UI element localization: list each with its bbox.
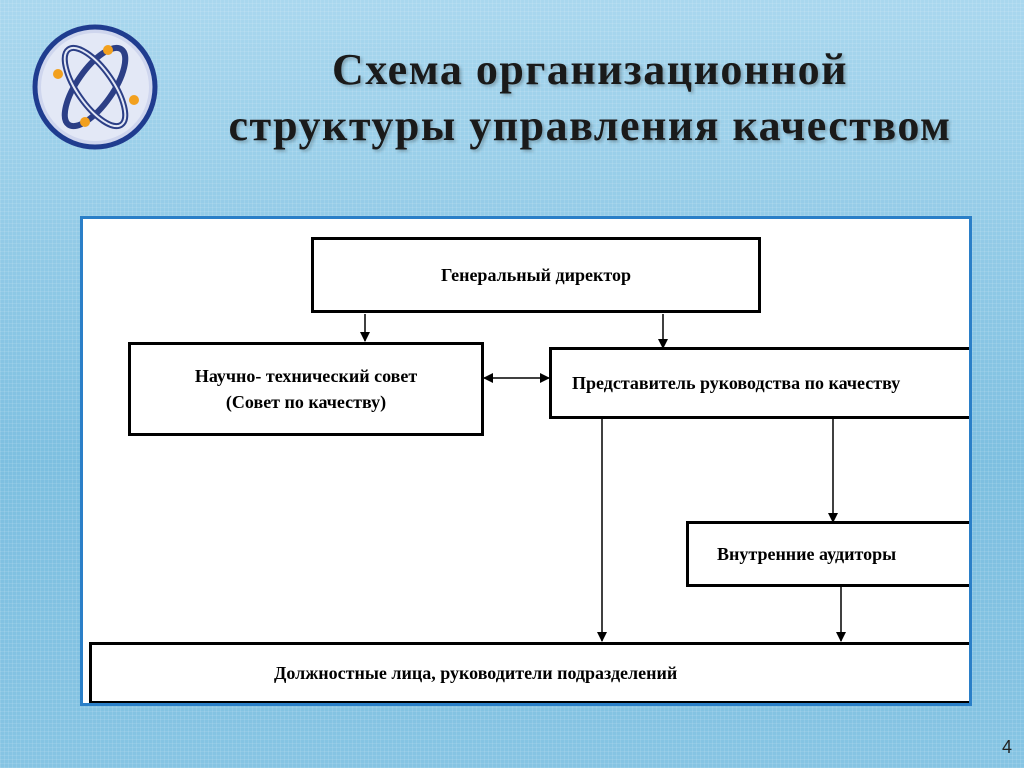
node-scientific-council-line1: Научно- технический совет — [194, 366, 418, 386]
node-officials: Должностные лица, руководители подраздел… — [89, 642, 969, 703]
atom-logo-icon — [30, 22, 160, 152]
node-general-director: Генеральный директор — [311, 237, 761, 313]
node-scientific-council-line2: (Совет по качеству) — [225, 392, 387, 412]
org-chart-panel: Генеральный директор Научно- технический… — [80, 216, 972, 706]
node-scientific-council: Научно- технический совет (Совет по каче… — [128, 342, 484, 436]
slide-title: Схема организационной структуры управлен… — [170, 42, 1010, 154]
node-internal-auditors: Внутренние аудиторы — [686, 521, 969, 587]
title-line-2: структуры управления качеством — [228, 101, 952, 150]
org-chart-connectors — [360, 314, 846, 642]
title-line-1: Схема организационной — [332, 45, 848, 94]
page-number: 4 — [1001, 737, 1012, 757]
node-quality-representative: Представитель руководства по качеству — [549, 347, 969, 419]
